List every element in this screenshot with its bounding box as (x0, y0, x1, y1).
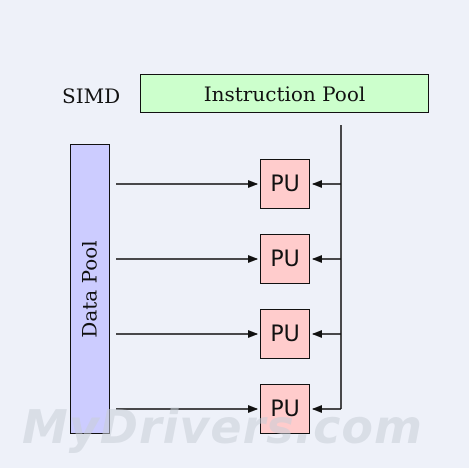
processing-unit-3: PU (260, 309, 310, 359)
instruction-pool-label: Instruction Pool (203, 81, 366, 106)
simd-label: SIMD (62, 84, 121, 108)
data-pool-box: Data Pool (70, 144, 110, 434)
instruction-pool-box: Instruction Pool (140, 74, 429, 113)
processing-unit-4: PU (260, 384, 310, 434)
data-pool-label: Data Pool (78, 240, 102, 338)
processing-unit-1: PU (260, 159, 310, 209)
watermark: MyDrivers.com (22, 400, 423, 454)
processing-unit-2: PU (260, 234, 310, 284)
